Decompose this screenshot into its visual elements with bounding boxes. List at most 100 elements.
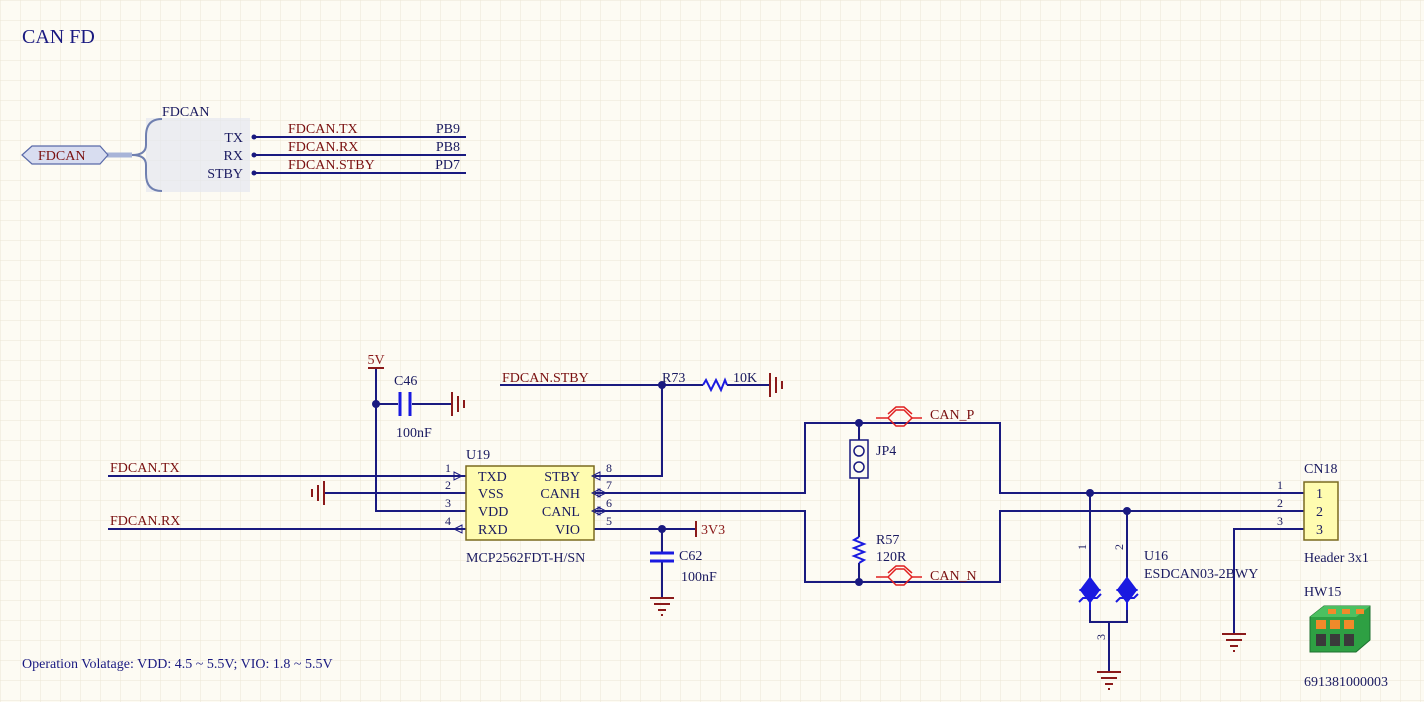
c46-designator: C46 <box>394 374 417 389</box>
diff-pair-icon <box>876 565 914 586</box>
wire-stby-down <box>604 385 663 477</box>
u19-pin-number: 6 <box>606 496 612 510</box>
harness-entry-tx: TX <box>224 131 243 146</box>
harness-title: FDCAN <box>162 105 209 120</box>
power-3v3: 3V3 <box>695 521 725 538</box>
u19-pin-number: 2 <box>445 478 451 492</box>
junction-dot <box>658 381 666 389</box>
u19-transceiver[interactable]: U19 MCP2562FDT-H/SN TXD VSS VDD RXD STBY… <box>445 448 612 566</box>
diff-pair-icon <box>876 406 914 427</box>
net-label-stby: FDCAN.STBY <box>502 371 589 386</box>
jumper-pin <box>853 461 865 473</box>
u19-pin-name: VSS <box>478 487 504 502</box>
harness-port-label: FDCAN <box>38 149 85 164</box>
cn18-pin-label: 1 <box>1316 487 1323 502</box>
hw15-designator: HW15 <box>1304 585 1341 600</box>
c62-capacitor[interactable]: C62 100nF <box>650 549 717 585</box>
u19-pin-number: 5 <box>606 514 612 528</box>
u16-pin-number: 1 <box>1075 544 1089 550</box>
cn18-pin-label: 3 <box>1316 523 1323 538</box>
harness-entry-stby: STBY <box>207 167 243 182</box>
diff-pair-can-n: CAN_N <box>876 565 977 586</box>
u16-pin-number: 3 <box>1094 634 1108 640</box>
junction-dot <box>855 578 863 586</box>
operation-note: Operation Volatage: VDD: 4.5 ~ 5.5V; VIO… <box>22 657 333 672</box>
ground-icon <box>1222 633 1246 652</box>
u19-pin-name: RXD <box>478 523 508 538</box>
tvs-diode-icon <box>1115 576 1139 610</box>
cn18-pin-number: 2 <box>1277 496 1283 510</box>
wires <box>108 368 1288 672</box>
harness-net-tx: FDCAN.TX <box>288 122 358 137</box>
u19-body <box>465 465 595 541</box>
cn18-header[interactable]: CN18 Header 3x1 1 2 3 1 2 3 <box>1277 462 1369 566</box>
r73-resistor[interactable]: R73 10K <box>662 371 757 393</box>
ground-icon <box>1097 671 1121 690</box>
junction-dot <box>658 525 666 533</box>
net-label-can-n: CAN_N <box>930 569 977 584</box>
u19-pin-name: VDD <box>478 505 508 520</box>
capacitor-icon <box>650 551 674 563</box>
harness-body <box>146 118 250 192</box>
sheet-title: CAN FD <box>22 26 95 48</box>
junctions <box>372 381 1131 586</box>
u16-esd-protection[interactable]: 1 2 3 U16 ESDCAN03-2BWY <box>1075 544 1258 640</box>
u19-pin-number: 7 <box>606 478 612 492</box>
cn18-body <box>1303 481 1339 541</box>
cn18-pin-label: 2 <box>1316 505 1323 520</box>
diff-pair-can-p: CAN_P <box>876 406 975 427</box>
r73-designator: R73 <box>662 371 685 386</box>
cn18-pin-number: 1 <box>1277 478 1283 492</box>
c62-value: 100nF <box>681 570 717 585</box>
junction-dot <box>1086 489 1094 497</box>
jumper-pin <box>853 445 865 457</box>
wire-canl <box>604 510 1288 583</box>
resistor-icon <box>702 377 728 393</box>
r57-designator: R57 <box>876 533 899 548</box>
u19-designator: U19 <box>466 448 490 463</box>
harness-net-rx: FDCAN.RX <box>288 140 358 155</box>
c46-value: 100nF <box>396 426 432 441</box>
r57-resistor[interactable]: R57 120R <box>851 533 907 565</box>
u16-part: ESDCAN03-2BWY <box>1144 567 1258 582</box>
ground-icon <box>311 481 325 505</box>
r57-value: 120R <box>876 550 907 565</box>
ground-icon <box>650 597 674 616</box>
power-5v-label: 5V <box>367 353 384 368</box>
harness-pin-stby: PD7 <box>435 158 460 173</box>
u19-pin-name: TXD <box>478 470 507 485</box>
net-label-rx: FDCAN.RX <box>110 514 180 529</box>
harness-net-stby: FDCAN.STBY <box>288 158 375 173</box>
u19-part: MCP2562FDT-H/SN <box>466 551 585 566</box>
cn18-pin-lines <box>1288 492 1304 530</box>
net-label-tx: FDCAN.TX <box>110 461 180 476</box>
harness-pin-rx: PB8 <box>436 140 460 155</box>
cn18-pin-number: 3 <box>1277 514 1283 528</box>
c62-designator: C62 <box>679 549 702 564</box>
cn18-designator: CN18 <box>1304 462 1337 477</box>
u16-designator: U16 <box>1144 549 1168 564</box>
net-label-can-p: CAN_P <box>930 408 975 423</box>
hw15-terminal-block[interactable]: HW15 691381000003 <box>1304 585 1388 690</box>
wire-canh <box>604 422 1288 494</box>
c46-capacitor[interactable]: C46 100nF <box>394 374 432 441</box>
u19-pin-name: CANH <box>540 487 580 502</box>
u19-pin-name: STBY <box>544 470 580 485</box>
harness-pin-tx: PB9 <box>436 122 460 137</box>
harness-entry-rx: RX <box>224 149 243 164</box>
tvs-diode-icon <box>1078 576 1102 610</box>
resistor-icon <box>851 536 867 564</box>
u19-pin-name: VIO <box>555 523 580 538</box>
fdcan-harness: FDCAN FDCAN TX RX STBY FDCAN.TX FDCAN.RX… <box>21 105 466 192</box>
harness-port[interactable] <box>21 145 109 165</box>
ground-icon <box>451 392 465 416</box>
power-3v3-label: 3V3 <box>701 523 725 538</box>
wire-cn18-pin3 <box>1233 528 1288 634</box>
cn18-part: Header 3x1 <box>1304 551 1369 566</box>
jp4-jumper[interactable]: JP4 <box>849 439 896 479</box>
u19-pin-number: 3 <box>445 496 451 510</box>
u19-pin-arrows <box>452 471 608 534</box>
terminal-block-icon <box>1309 605 1371 653</box>
